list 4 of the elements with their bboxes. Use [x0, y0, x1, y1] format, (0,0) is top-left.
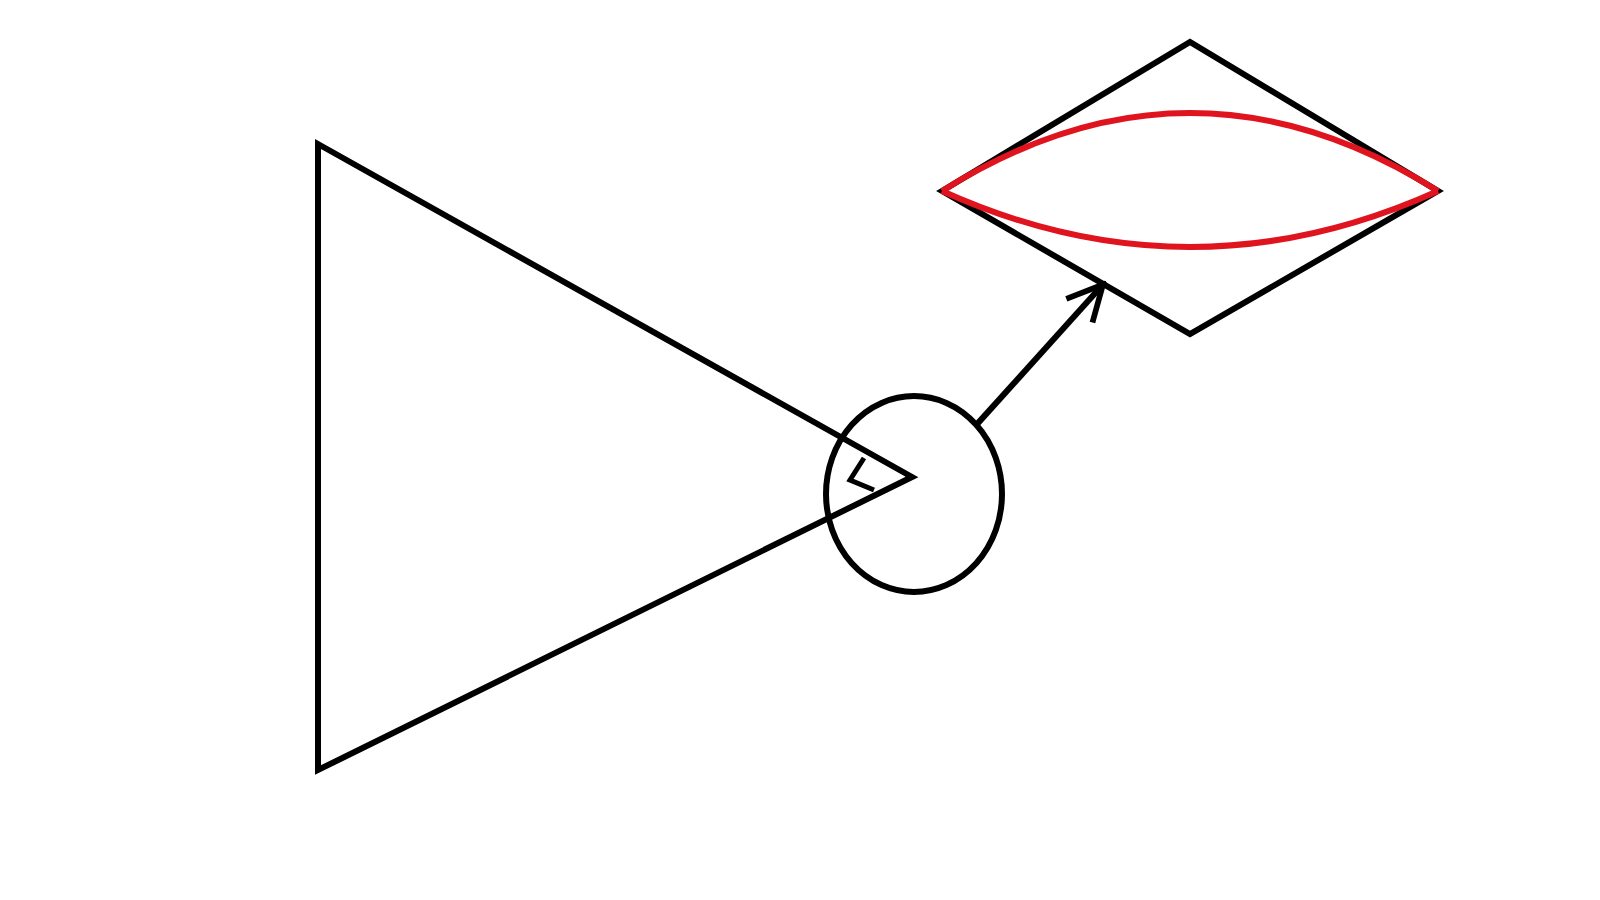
diamond-shape [940, 40, 1440, 336]
circle-shape [824, 394, 1004, 594]
triangle-shape [316, 142, 916, 774]
arrow [975, 281, 1106, 426]
